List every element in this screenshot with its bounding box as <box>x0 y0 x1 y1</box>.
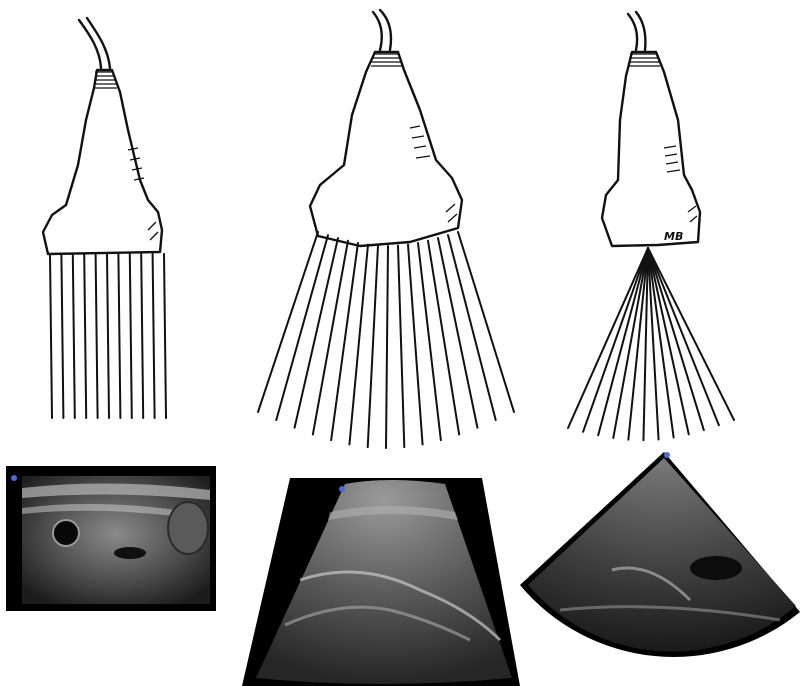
linear-probe <box>43 18 166 418</box>
phased-probe-shading <box>664 146 697 222</box>
linear-image-vessel-small <box>114 547 146 559</box>
curvilinear-beam-line <box>349 245 368 445</box>
linear-image-vessel <box>53 520 79 546</box>
linear-beam-line <box>96 254 98 418</box>
phased-probe-body <box>602 52 700 246</box>
linear-ultrasound-image <box>6 466 216 611</box>
phased-image-orientation-marker <box>664 452 670 458</box>
curvilinear-beam-line <box>331 243 358 440</box>
phased-probe-cable <box>628 12 645 50</box>
curvilinear-probe <box>258 10 514 448</box>
linear-beam-line <box>130 254 132 418</box>
linear-beam-lines <box>50 254 166 418</box>
linear-beam-line <box>84 254 86 418</box>
curvilinear-beam-line <box>258 232 318 412</box>
linear-probe-cable <box>79 18 110 68</box>
linear-beam-line <box>164 254 166 418</box>
linear-beam-line <box>141 254 143 418</box>
curvilinear-beam-line <box>398 246 404 447</box>
linear-beam-line <box>118 254 120 418</box>
phased-beam-line <box>648 248 719 425</box>
curvilinear-probe-cable <box>373 10 391 50</box>
linear-beam-line <box>61 254 63 418</box>
linear-probe-body <box>43 70 162 254</box>
curvilinear-probe-body <box>310 52 462 246</box>
phased-image-chamber <box>690 556 742 580</box>
curvilinear-beam-line <box>386 246 388 448</box>
phased-ultrasound-image <box>520 452 800 657</box>
linear-probe-shading <box>128 148 158 240</box>
curvilinear-beam-line <box>368 246 378 447</box>
linear-beam-line <box>73 254 75 418</box>
curvilinear-beam-line <box>408 245 423 445</box>
linear-image-structure <box>168 502 208 554</box>
curvilinear-beam-lines <box>258 232 514 448</box>
curvilinear-ultrasound-image <box>242 478 520 686</box>
linear-beam-line <box>153 254 155 418</box>
curvilinear-beam-line <box>428 241 459 435</box>
phased-beam-lines <box>568 248 734 440</box>
curvilinear-beam-line <box>418 243 441 440</box>
phased-array-probe: MB <box>568 12 734 440</box>
curvilinear-image-orientation-marker <box>339 486 345 492</box>
linear-beam-line <box>50 254 52 418</box>
curvilinear-probe-strain-relief-hatch <box>371 54 402 66</box>
phased-beam-line <box>648 248 734 420</box>
phased-probe-strain-relief-hatch <box>628 54 660 66</box>
linear-beam-line <box>107 254 109 418</box>
curvilinear-beam-line <box>438 238 477 428</box>
artist-initials: MB <box>664 230 683 243</box>
linear-image-orientation-marker <box>11 475 17 481</box>
phased-beam-line <box>648 248 674 437</box>
